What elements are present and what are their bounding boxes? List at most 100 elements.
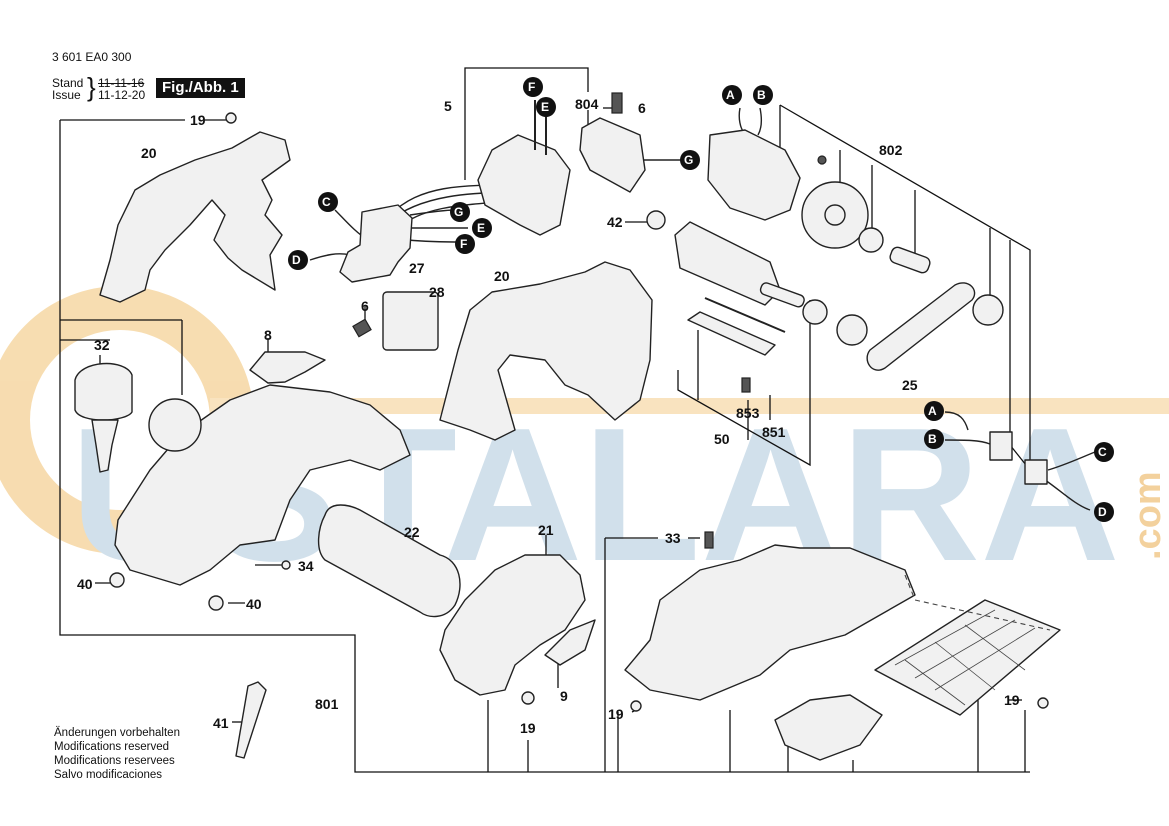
electronics-module-part xyxy=(477,134,571,236)
stand-label: Stand xyxy=(52,76,84,90)
chip-tube-22-part xyxy=(317,504,461,618)
shaft-part xyxy=(889,246,931,274)
figure-label: Fig./Abb. 1 xyxy=(156,78,245,98)
screw-19b-part xyxy=(521,691,535,705)
blade-851-part xyxy=(687,311,776,356)
callout-34: 34 xyxy=(298,558,314,574)
marker-e-top: E xyxy=(541,100,550,114)
callout-25: 25 xyxy=(902,377,918,393)
marker-a-top: A xyxy=(726,88,735,102)
footer-line-es: Salvo modificaciones xyxy=(54,769,163,781)
stand-date: 11-11-16 xyxy=(98,76,145,90)
marker-g-top: G xyxy=(684,153,694,167)
callout-9: 9 xyxy=(560,688,568,704)
switch-plate-804-part xyxy=(579,117,646,193)
base-housing-801-part xyxy=(624,544,916,701)
screw-853-part xyxy=(741,377,751,393)
issue-date: 11-12-20 xyxy=(98,88,146,102)
insert-9-part xyxy=(544,619,596,666)
belt-25-part xyxy=(866,282,976,371)
callout-802: 802 xyxy=(879,142,903,158)
connector-a-part xyxy=(989,431,1013,461)
knob-32-part xyxy=(74,362,133,421)
callout-801: 801 xyxy=(315,696,339,712)
nut-40a-part xyxy=(109,572,125,588)
spring-6-part xyxy=(352,318,372,338)
callout-22: 22 xyxy=(404,524,420,540)
footer-line-fr: Modifications reservees xyxy=(54,755,175,767)
handle-20-part xyxy=(439,261,653,441)
chip-ejector-21-part xyxy=(439,554,586,696)
marker-c-switch: C xyxy=(322,195,331,209)
marker-d-right: D xyxy=(1098,505,1107,519)
callout-5: 5 xyxy=(444,98,452,114)
footer-line-en: Modifications reserved xyxy=(54,741,170,753)
callout-40-right: 40 xyxy=(246,596,262,612)
blade-clamp-part xyxy=(704,297,786,333)
spring-6b-part xyxy=(611,92,623,114)
screw-34-part xyxy=(281,560,291,570)
bearing-part xyxy=(858,227,884,253)
callout-853: 853 xyxy=(736,405,760,421)
callout-851: 851 xyxy=(762,424,786,440)
callout-50: 50 xyxy=(714,431,730,447)
callout-21: 21 xyxy=(538,522,554,538)
callout-27: 27 xyxy=(409,260,425,276)
issue-label: Issue xyxy=(52,88,81,102)
callout-32: 32 xyxy=(94,337,110,353)
marker-e-switch: E xyxy=(477,221,486,235)
pulley-motor-part xyxy=(972,294,1004,326)
callout-33: 33 xyxy=(665,530,681,546)
nut-40b-part xyxy=(208,595,224,611)
marker-d-switch: D xyxy=(292,253,301,267)
callout-19-base: 19 xyxy=(608,706,624,722)
footer-notes: Änderungen vorbehalten Modifications res… xyxy=(54,726,180,782)
screw-33-part xyxy=(704,531,714,549)
callout-41: 41 xyxy=(213,715,229,731)
callout-19-bottom: 19 xyxy=(520,720,536,736)
callout-19-right: 19 xyxy=(1004,692,1020,708)
connector-c-part xyxy=(1024,459,1048,485)
watermark-suffix: .com xyxy=(1127,471,1169,560)
marker-b-top: B xyxy=(757,88,766,102)
callout-6-mid: 6 xyxy=(361,298,369,314)
leader-lines xyxy=(59,67,1031,773)
battery-latch-part xyxy=(774,694,883,761)
drum-bearing-part xyxy=(148,398,202,452)
bushing-42-part xyxy=(646,210,666,230)
marker-a-right: A xyxy=(928,404,937,418)
motor-part xyxy=(707,129,801,221)
marker-b-right: B xyxy=(928,432,937,446)
parts xyxy=(74,92,1061,761)
marker-g-switch: G xyxy=(454,205,464,219)
housing-half-left-part xyxy=(99,131,291,303)
screw-19-part xyxy=(225,112,237,124)
callout-8: 8 xyxy=(264,327,272,343)
cutter-plate-8-part xyxy=(249,351,326,384)
sole-plate-part xyxy=(874,599,1061,716)
pulley-part xyxy=(836,314,868,346)
callout-20-handle: 20 xyxy=(494,268,510,284)
depth-shaft-part xyxy=(91,419,119,473)
marker-f-switch: F xyxy=(460,237,468,251)
bearing-drum-part xyxy=(802,299,828,325)
screw-19d-part xyxy=(1037,697,1049,709)
callout-40-left: 40 xyxy=(77,576,93,592)
battery-cover-28-part xyxy=(382,291,439,351)
callout-28: 28 xyxy=(429,284,445,300)
footer-line-de: Änderungen vorbehalten xyxy=(54,727,180,739)
connection-markers xyxy=(288,77,1114,522)
callout-19-top: 19 xyxy=(190,112,206,128)
callout-20-housing: 20 xyxy=(141,145,157,161)
callout-6-top: 6 xyxy=(638,100,646,116)
marker-c-right: C xyxy=(1098,445,1107,459)
switch-part xyxy=(339,204,413,283)
part-number: 3 601 EA0 300 xyxy=(52,50,132,64)
hex-key-41-part xyxy=(235,681,267,759)
marker-f-top: F xyxy=(528,80,536,94)
screw-motor-part xyxy=(817,155,827,165)
header-brace: } xyxy=(87,72,96,102)
drum-shaft-part xyxy=(759,282,805,308)
screw-19c-part xyxy=(630,700,642,712)
